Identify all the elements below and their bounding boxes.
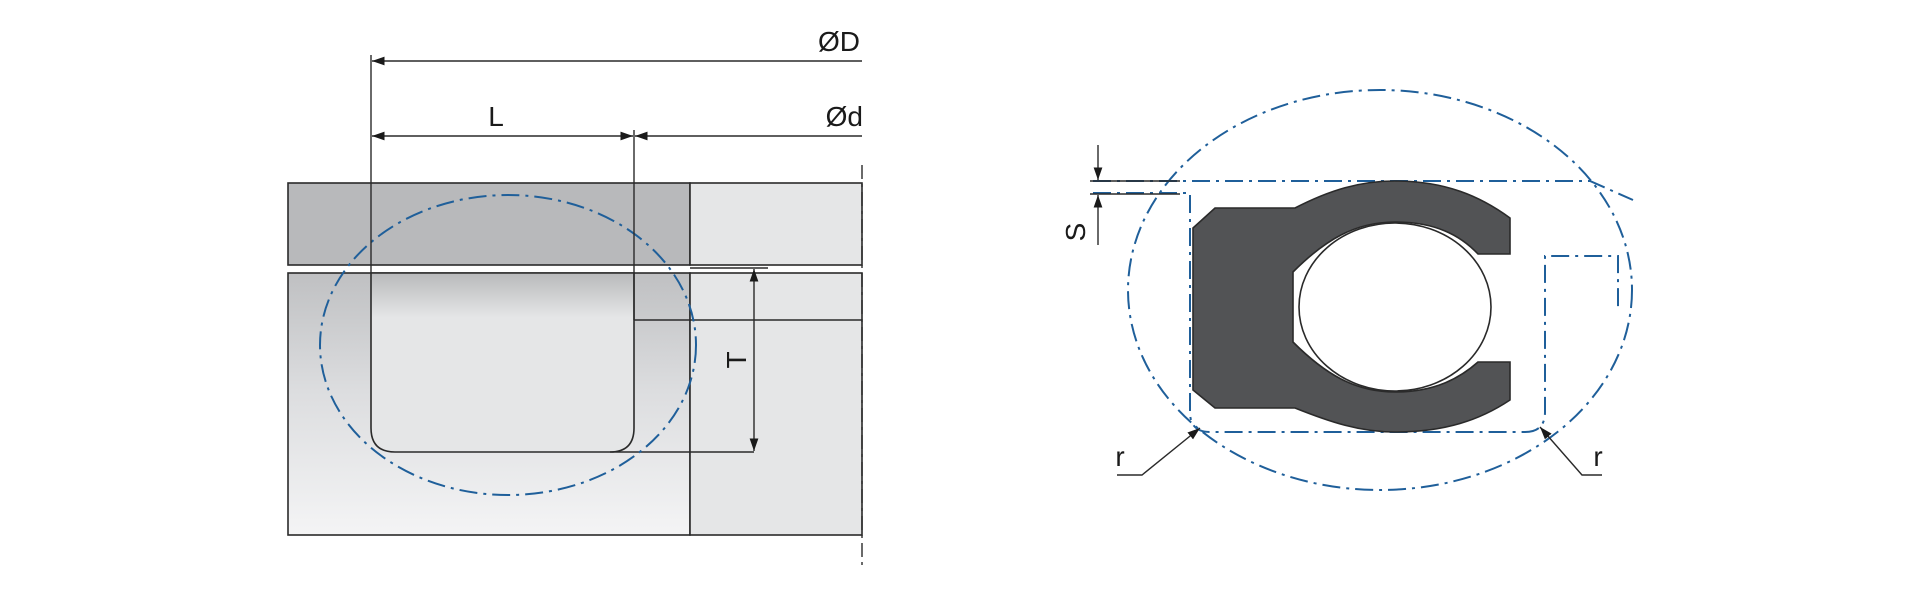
lower-housing-light	[689, 272, 863, 536]
label-length: L	[488, 101, 504, 132]
radius-leader-left	[1117, 427, 1201, 476]
seal-detail-view: S r r	[1060, 89, 1634, 491]
upper-housing-light	[689, 182, 863, 266]
label-depth: T	[721, 351, 752, 368]
label-inner-diameter: Ød	[826, 101, 863, 132]
radius-leader-right	[1539, 426, 1602, 476]
detail-circle-left	[319, 194, 697, 496]
o-ring-circle	[1298, 222, 1492, 392]
groove-pocket	[370, 272, 635, 453]
label-radius-left: r	[1115, 441, 1124, 472]
housing-section-view: ØD Ød L T	[287, 26, 863, 565]
label-radius-right: r	[1593, 441, 1602, 472]
upper-housing-bar	[287, 182, 691, 266]
label-gap: S	[1060, 223, 1091, 242]
detail-circle-right	[1127, 89, 1633, 491]
seal-profile	[1192, 180, 1511, 433]
groove-contour	[1093, 180, 1634, 433]
label-outer-diameter: ØD	[818, 26, 860, 57]
